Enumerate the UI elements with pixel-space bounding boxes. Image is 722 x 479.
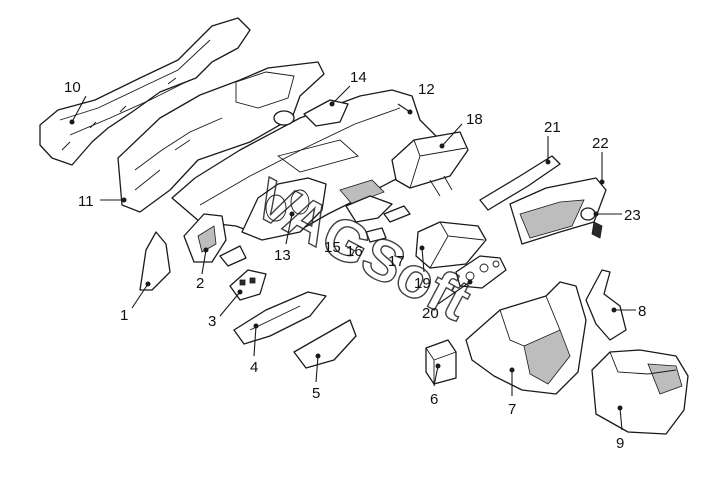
callout-3: 3: [208, 313, 216, 330]
callout-21: 21: [544, 119, 561, 136]
part-5-knee-cover: [293, 319, 357, 369]
part-6-box: [425, 339, 457, 385]
leader-lines: [69, 85, 636, 431]
callout-16: 16: [346, 243, 363, 260]
callout-22: 22: [592, 135, 609, 152]
part-16-switch-strip: [383, 205, 411, 223]
part-1-side-cover: [139, 231, 171, 291]
callout-labels: 10 11 12 14 13 15 16 17 18 19 20 21 22 2…: [64, 69, 646, 452]
callout-15: 15: [324, 239, 341, 256]
callout-4: 4: [250, 359, 258, 376]
callout-11: 11: [78, 193, 94, 210]
callout-9: 9: [616, 435, 624, 452]
part-15-center-vent: [339, 179, 393, 223]
part-14-cover: [303, 99, 349, 127]
part-3-switch-block: [229, 269, 267, 301]
callout-17: 17: [388, 253, 405, 270]
callout-2: 2: [196, 275, 204, 292]
callout-14: 14: [350, 69, 367, 86]
part-8-bracket: [585, 269, 627, 341]
part-11-carrier-frame: [117, 61, 325, 213]
part-18-control-unit: [391, 131, 469, 197]
part-9-armrest: [591, 349, 689, 435]
callout-5: 5: [312, 385, 320, 402]
callout-18: 18: [466, 111, 483, 128]
part-13-instrument-cluster: [241, 177, 327, 241]
part-10-crossmember: [39, 17, 251, 166]
part-19-head-unit: [415, 221, 487, 269]
callout-8: 8: [638, 303, 646, 320]
part-2-side-vent: [183, 213, 247, 267]
part-23-lock-cylinder: [580, 207, 603, 239]
callout-19: 19: [414, 275, 431, 292]
part-21-trim-strip: [479, 155, 561, 211]
callout-12: 12: [418, 81, 435, 98]
part-22-glove-box: [509, 177, 607, 245]
part-4-lower-trim: [233, 291, 327, 345]
callout-23: 23: [624, 207, 641, 224]
callout-6: 6: [430, 391, 438, 408]
callout-1: 1: [120, 307, 128, 324]
callout-13: 13: [274, 247, 291, 264]
callout-7: 7: [508, 401, 516, 418]
part-7-center-console: [465, 281, 587, 395]
callout-20: 20: [422, 305, 439, 322]
callout-10: 10: [64, 79, 81, 96]
part-17-small-switch: [365, 227, 387, 243]
